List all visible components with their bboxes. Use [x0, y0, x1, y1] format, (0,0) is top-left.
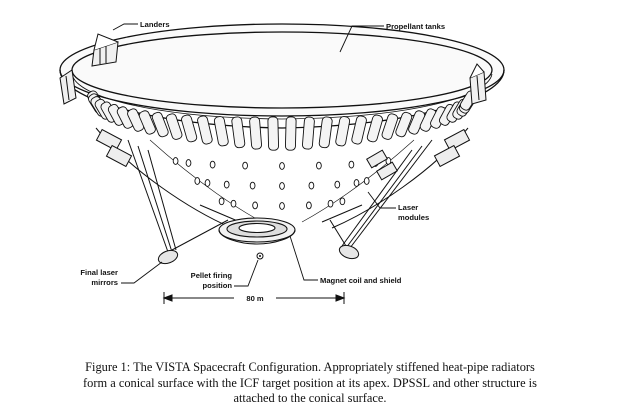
radiator-pipe [302, 116, 315, 150]
leader-lines [112, 23, 396, 287]
support-cables [127, 139, 433, 253]
cone-port [348, 160, 355, 169]
label-laser-modules-2: modules [398, 213, 429, 222]
cone-port [230, 199, 237, 208]
radiator-pipe [151, 111, 169, 138]
cone-port [316, 161, 322, 170]
label-landers: Landers [140, 20, 170, 29]
radiator-pipe [351, 115, 367, 145]
cone-port [279, 202, 285, 210]
cone-port [327, 199, 334, 208]
magnet-coil-and-shield [218, 217, 296, 245]
lander-left-lower [59, 69, 77, 105]
caption-line-3: attached to the conical surface. [233, 391, 387, 405]
cone-port [223, 180, 230, 189]
radiator-pipe [381, 113, 399, 140]
label-pellet-2: position [202, 281, 232, 290]
figure-caption: Figure 1: The VISTA Spacecraft Configura… [8, 360, 612, 407]
cone-port [279, 182, 285, 190]
cone-port [308, 181, 315, 190]
radiator-pipe [213, 116, 229, 147]
radiator-pipe [197, 115, 213, 145]
dimension-80m [162, 292, 346, 304]
cone-port [172, 157, 179, 165]
cone-port [306, 201, 312, 210]
lander-right [469, 63, 487, 105]
cone-port [209, 160, 216, 169]
cone-port [279, 162, 285, 170]
radiator-pipe [231, 116, 246, 149]
label-magnet-coil: Magnet coil and shield [320, 276, 402, 285]
cone-port [194, 177, 201, 185]
cone-port [242, 161, 248, 170]
label-final-mirrors-1: Final laser [80, 268, 118, 277]
cone-ports [172, 157, 392, 210]
cone-port [353, 179, 360, 187]
pellet-firing-position [256, 252, 264, 260]
radiator-pipe [318, 116, 333, 149]
label-dimension: 80 m [246, 294, 264, 303]
caption-line-2: form a conical surface with the ICF targ… [83, 375, 537, 390]
radiator-pipe [267, 116, 280, 151]
radiator-pipe [138, 110, 156, 135]
radiator-pipe [165, 113, 183, 140]
radiator-pipes [87, 90, 477, 151]
cone-port [339, 197, 346, 206]
label-final-mirrors-2: mirrors [91, 278, 118, 287]
caption-line-1: Figure 1: The VISTA Spacecraft Configura… [85, 360, 535, 374]
cone-port [185, 159, 192, 167]
vista-spacecraft-diagram: Landers Propellant tanks Laser modules F… [59, 20, 505, 304]
cone-port [252, 201, 258, 210]
radiator-pipe [181, 114, 198, 143]
radiator-pipe [284, 116, 297, 151]
label-propellant-tanks: Propellant tanks [386, 22, 445, 31]
lander-left [91, 33, 119, 67]
cone-port [218, 197, 225, 206]
radiator-pipe [335, 116, 351, 147]
radiator-pipe [249, 116, 262, 150]
cone-port [249, 181, 256, 190]
label-pellet-1: Pellet firing [191, 271, 233, 280]
cone-port [334, 180, 341, 189]
radiator-pipe [366, 114, 383, 143]
cone-port [204, 179, 211, 187]
cone-port [363, 177, 370, 185]
radiator-pipe [395, 111, 413, 138]
final-laser-mirrors [157, 244, 360, 265]
label-laser-modules-1: Laser [398, 203, 418, 212]
laser-modules [95, 128, 471, 181]
